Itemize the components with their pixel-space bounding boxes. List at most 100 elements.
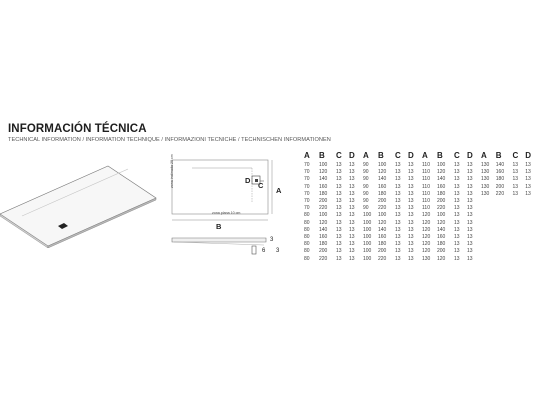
table-cell: 13 [349,205,355,212]
table-header-row: A B C D [422,150,482,162]
table-cell: 110 [422,183,430,190]
table-cell: 13 [395,241,401,248]
note-zona-plana: zona plana 10 cm [212,211,241,215]
table-cell: 160 [495,169,505,176]
table-cell: 13 [454,234,460,241]
table-cell: 140 [437,176,446,183]
table-cell: 70 [304,190,310,197]
table-cell: 200 [319,198,328,205]
page-title: INFORMACIÓN TÉCNICA [8,123,147,135]
table-cell: 13 [467,248,473,255]
table-cell: 13 [525,169,531,176]
table-cell: 180 [378,241,387,248]
table-cell: 13 [336,255,342,262]
table-cell: 13 [336,248,342,255]
table-cell: 13 [467,162,473,168]
table-cell: 120 [437,255,446,262]
table-cell: 13 [336,226,342,233]
table-cell: 110 [422,198,430,205]
table-cell: 90 [363,183,369,190]
tray-side-edge [47,197,157,248]
table-cell: 220 [319,255,328,262]
table-cell: 13 [408,226,414,233]
header-cell-b: B [495,151,502,160]
table-cell: 180 [319,241,328,248]
table-cell: 13 [336,219,342,226]
table-cell: 80 [304,255,310,262]
table-cell: 13 [454,241,460,248]
table-cell: 220 [437,205,446,212]
table-cell: 220 [319,205,328,212]
table-cell: 100 [319,212,328,219]
table-cell: 100 [363,219,372,226]
table-cell: 90 [363,169,369,176]
table-cell: 90 [363,205,369,212]
table-cell: 13 [525,190,531,197]
table-cell: 13 [512,183,519,190]
table-cell: 13 [349,226,355,233]
table-cell: 13 [512,190,519,197]
table-cell: 140 [319,226,328,233]
table-cell: 13 [467,212,473,219]
table-cell: 13 [408,205,414,212]
header-cell-d: D [349,151,355,160]
drain-icon [255,179,258,182]
table-cell: 13 [395,219,401,226]
table-cell: 13 [408,162,414,168]
table-cell: 90 [363,198,369,205]
table-cell: 140 [437,226,446,233]
table-cell: 70 [304,162,310,168]
table-cell: 100 [437,212,446,219]
table-cell: 100 [378,212,387,219]
header-cell-b: B [378,151,384,160]
tray-front-edge [0,213,49,248]
table-cell: 13 [454,248,460,255]
table-cell: 13 [408,248,414,255]
table-cell: 13 [525,176,531,183]
table-cell: 180 [319,190,328,197]
shower-tray-3d-illustration [0,165,157,248]
table-cell: 13 [454,183,460,190]
header-cell-b: B [319,151,325,160]
table-cell: 13 [336,198,342,205]
table-cell: 130 [481,176,490,183]
table-cell: 200 [319,248,328,255]
table-cell: 13 [349,241,355,248]
header-cell-a: A [304,151,310,160]
profile-slope-line [173,241,265,246]
table-cell: 13 [467,205,473,212]
table-cell: 140 [378,176,387,183]
table-cell: 13 [395,205,401,212]
table-cell: 80 [304,234,310,241]
header-cell-c: C [395,151,401,160]
label-profile-drain-depth: 3 [276,248,280,254]
label-c: C [258,181,264,190]
table-cell: 120 [378,219,387,226]
table-cell: 13 [454,226,460,233]
table-cell: 13 [408,219,414,226]
table-cell: 13 [525,162,531,168]
